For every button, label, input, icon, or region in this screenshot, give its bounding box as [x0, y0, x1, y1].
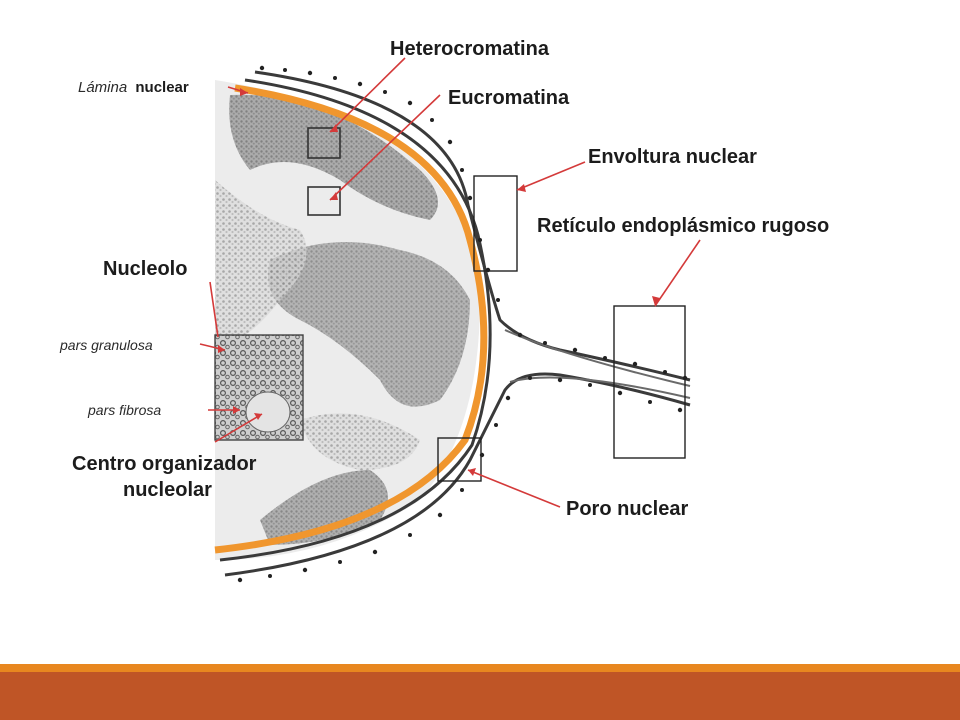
chromatin-mid: [268, 242, 470, 407]
er-inner-bottom: [509, 376, 691, 399]
label-nucleolo: Nucleolo: [103, 258, 187, 280]
label-poro-nuclear: Poro nuclear: [566, 498, 688, 520]
label-centro-line2: nucleolar: [123, 479, 212, 501]
leader-nucleolo: [209, 281, 219, 338]
label-envoltura-nuclear: Envoltura nuclear: [588, 146, 757, 168]
leader-eucromatina: [329, 94, 441, 201]
label-reticulo: Retículo endoplásmico rugoso: [537, 215, 829, 237]
rer-box: [613, 305, 686, 459]
pore-box: [437, 437, 482, 482]
nuclear-lamina: [214, 84, 488, 554]
footer-band: [0, 672, 960, 720]
label-lamina-nuclear: Lámina nuclear: [78, 79, 189, 96]
label-eucromatina: Eucromatina: [448, 87, 570, 109]
nucleolus-center-organizer: [245, 391, 291, 433]
leader-arrowheads: [218, 88, 660, 476]
leader-reticulo: [654, 239, 701, 307]
leader-envoltura: [516, 161, 586, 191]
leader-heterocromatina: [329, 57, 406, 133]
leader-centro: [214, 413, 263, 443]
label-pars-fibrosa: pars fibrosa: [87, 402, 161, 418]
label-centro-line1: Centro organizador: [72, 453, 257, 475]
euchromatin-fill: [215, 180, 307, 350]
chromatin-bottom: [260, 470, 388, 545]
euchromatin-lower: [300, 413, 420, 470]
outer-membrane-top: [254, 70, 691, 382]
leader-poro: [467, 469, 561, 508]
footer-accent-line: [0, 664, 960, 672]
label-lamina-word: Lámina: [78, 79, 127, 96]
euchromatin-box: [307, 186, 341, 216]
label-pars-granulosa: pars granulosa: [59, 337, 153, 353]
envelope-box: [473, 175, 518, 272]
outer-membrane-bottom: [224, 372, 691, 577]
label-nuclear-word: nuclear: [135, 79, 189, 96]
heterochromatin-box: [307, 127, 341, 159]
label-heterocromatina: Heterocromatina: [390, 38, 550, 60]
inner-membrane: [219, 78, 492, 562]
